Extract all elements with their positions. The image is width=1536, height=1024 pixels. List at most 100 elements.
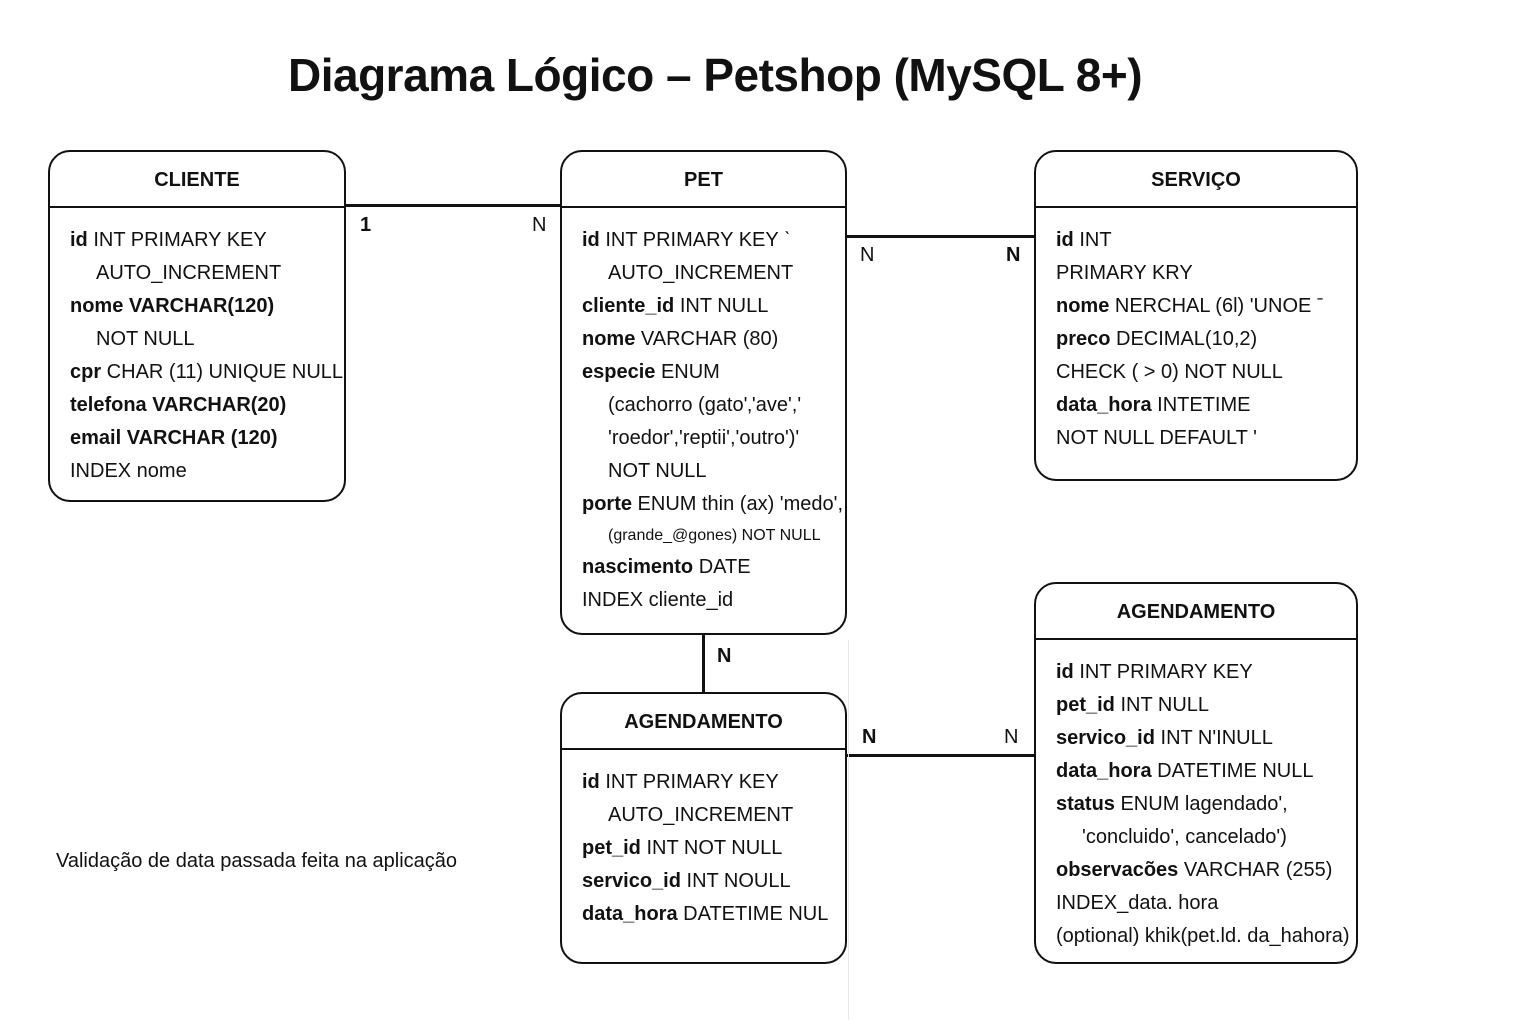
attribute-definition: (grande_@gones) NOT NULL <box>608 527 821 544</box>
attribute-name: id <box>1056 229 1074 251</box>
agendamento-agendamento-connector <box>846 754 1034 757</box>
attribute-name: especie <box>582 361 656 383</box>
attribute-name: data_hora <box>582 903 678 925</box>
attribute-name: nome <box>70 295 124 317</box>
cardinality-agendamento-right: N <box>1004 726 1019 748</box>
attribute-name: id <box>1056 661 1074 683</box>
attribute-name: id <box>582 771 600 793</box>
attribute-definition: DATETIME NULL <box>1151 760 1314 782</box>
attribute-line: id INT PRIMARY KEY <box>70 224 334 257</box>
faint-guide-line <box>848 640 849 1020</box>
attribute-line: email VARCHAR (120) <box>70 422 334 455</box>
attribute-line: especie ENUM <box>582 356 835 389</box>
cardinality-pet-servico-right: N <box>1006 244 1021 266</box>
attribute-definition: DATE <box>693 556 751 578</box>
attribute-definition: (cachorro (gato'‚'ave',' <box>608 394 802 416</box>
attribute-line: nome NERCHAL (6l) 'UNOE ˉ <box>1056 290 1346 323</box>
attribute-definition: INT PRIMARY KEY <box>87 229 267 251</box>
attribute-name: preco <box>1056 328 1111 350</box>
attribute-name: data_hora <box>1056 760 1152 782</box>
attribute-line: id INT PRIMARY KEY ˋ <box>582 224 835 257</box>
attribute-definition: AUTO_INCREMENT <box>608 262 794 284</box>
attribute-definition: 'concluido', cancelado') <box>1082 826 1287 848</box>
attribute-definition: INDEX cliente_id <box>582 589 734 611</box>
attribute-line: cliente_id INT NULL <box>582 290 835 323</box>
attribute-line: AUTO_INCREMENT <box>582 799 835 832</box>
attribute-name: pet_id <box>582 837 641 859</box>
attribute-definition: NERCHAL (6l) 'UNOE ˉ <box>1109 295 1324 317</box>
attribute-line: id INT PRIMARY KEY <box>582 766 835 799</box>
attribute-definition: (optional) khik(pet.ld. da_hahora) <box>1056 925 1350 947</box>
attribute-line: (cachorro (gato'‚'ave',' <box>582 389 835 422</box>
attribute-definition: PRIMARY KRY <box>1056 262 1193 284</box>
attribute-name: observacões <box>1056 859 1179 881</box>
attribute-definition: INDEX nome <box>70 460 187 482</box>
attribute-definition: INT NULL <box>674 295 769 317</box>
attribute-definition: INT <box>1073 229 1112 251</box>
attribute-line: nascimento DATE <box>582 551 835 584</box>
attribute-line: data_hora DATETIME NUL <box>582 898 835 931</box>
attribute-definition: VARCHAR (255) <box>1178 859 1333 881</box>
cardinality-pet-servico-left: N <box>860 244 875 266</box>
entity-header: AGENDAMENTO <box>1036 584 1356 640</box>
attribute-line: AUTO_INCREMENT <box>582 257 835 290</box>
attribute-line: data_hora DATETIME NULL <box>1056 755 1346 788</box>
attribute-line: cpr CHAR (11) UNIQUE NULL <box>70 356 343 389</box>
attribute-definition: INT NOT NULL <box>640 837 783 859</box>
attribute-definition: NOT NULL <box>96 328 195 350</box>
entity-header: PET <box>562 152 845 208</box>
attribute-name: id <box>582 229 600 251</box>
attribute-line: nome VARCHAR (80) <box>582 323 835 356</box>
attribute-line: INDEX nome <box>70 455 334 488</box>
attribute-line: PRIMARY KRY <box>1056 257 1346 290</box>
diagram-title: Diagrama Lógico – Petshop (MySQL 8+) <box>288 49 1143 101</box>
attribute-line: pet_id INT NOT NULL <box>582 832 835 865</box>
attribute-definition: AUTO_INCREMENT <box>608 804 794 826</box>
attribute-line: id INT PRIMARY KEY <box>1056 656 1346 689</box>
attribute-definition: NOT NULL DEFAULT ' <box>1056 427 1257 449</box>
attribute-line: nome VARCHAR(120) <box>70 290 334 323</box>
attribute-definition: CHAR (11) UNIQUE NULL <box>101 361 344 383</box>
attribute-line: 'roedor','reptii','outro')' <box>582 422 835 455</box>
attribute-name: id <box>70 229 88 251</box>
attribute-name: cliente_id <box>582 295 675 317</box>
attribute-line: (optional) khik(pet.ld. da_hahora) <box>1056 920 1350 953</box>
attribute-line: servico_id INT N'INULL <box>1056 722 1346 755</box>
attribute-line: NOT NULL <box>582 455 835 488</box>
cardinality-pet-side: N <box>532 214 547 236</box>
attribute-line: observacões VARCHAR (255) <box>1056 854 1346 887</box>
attribute-line: NOT NULL DEFAULT ' <box>1056 422 1346 455</box>
entity-header: SERVIÇO <box>1036 152 1356 208</box>
attribute-name: data_hora <box>1056 394 1152 416</box>
attribute-definition: DECIMAL(10,2) <box>1110 328 1258 350</box>
attribute-definition: ENUM <box>655 361 720 383</box>
attribute-name: nascimento <box>582 556 694 578</box>
attribute-definition: VARCHAR(20) <box>146 394 287 416</box>
attribute-line: id INT <box>1056 224 1346 257</box>
attribute-definition: NOT NULL <box>608 460 707 482</box>
attribute-line: servico_id INT NOULL <box>582 865 835 898</box>
entity-header: CLIENTE <box>50 152 344 208</box>
attribute-definition: 'roedor','reptii','outro')' <box>608 427 800 449</box>
cardinality-pet-agendamento: N <box>717 645 732 667</box>
attribute-name: cpr <box>70 361 102 383</box>
attribute-name: status <box>1056 793 1115 815</box>
attribute-definition: VARCHAR (120) <box>121 427 278 449</box>
cardinality-cliente-side: 1 <box>360 214 372 236</box>
cardinality-agendamento-left: N <box>862 726 877 748</box>
attribute-name: nome <box>582 328 636 350</box>
attribute-name: pet_id <box>1056 694 1115 716</box>
attribute-name: email <box>70 427 122 449</box>
attribute-definition: INT PRIMARY KEY ˋ <box>599 229 791 251</box>
attribute-line: CHECK ( > 0) NOT NULL <box>1056 356 1346 389</box>
attribute-line: INDEX_data. hora <box>1056 887 1346 920</box>
validation-note: Validação de data passada feita na aplic… <box>56 850 458 872</box>
attribute-line: NOT NULL <box>70 323 334 356</box>
attribute-line: status ENUM lagendado', <box>1056 788 1346 821</box>
attribute-line: preco DECIMAL(10,2) <box>1056 323 1346 356</box>
